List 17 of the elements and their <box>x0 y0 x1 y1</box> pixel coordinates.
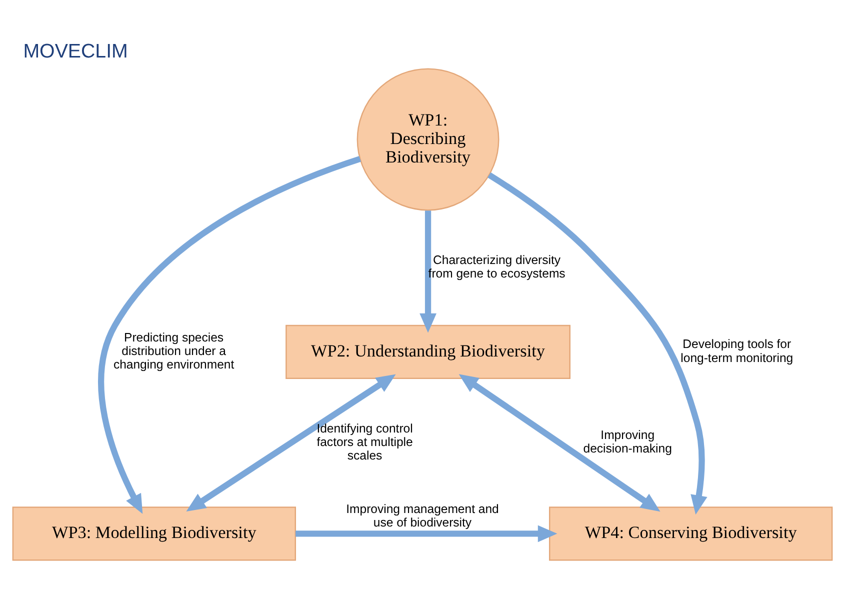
node-circle: WP1: Describing Biodiversity <box>356 68 500 211</box>
node-box: WP4: Conserving Biodiversity <box>549 506 833 561</box>
node-box: WP2: Understanding Biodiversity <box>286 324 570 379</box>
arrow <box>186 374 396 512</box>
diagram-title: MOVECLIM <box>23 40 128 63</box>
edge-label: Predicting species distribution under a changing environment <box>113 330 234 372</box>
edge-label: Characterizing diversity from gene to ecosystems <box>428 253 566 281</box>
arrow <box>98 156 362 514</box>
node-box: WP3: Modelling Biodiversity <box>12 506 296 561</box>
arrow <box>420 210 436 333</box>
edge-label: Improving management and use of biodiversity <box>346 502 499 530</box>
arrow <box>488 172 708 515</box>
arrow <box>296 525 558 542</box>
arrow <box>458 374 660 512</box>
edge-label: Improving decision-making <box>583 428 672 456</box>
edge-label: Identifying control factors at multiple scales <box>316 421 413 462</box>
edge-label: Developing tools for long-term monitoring <box>680 337 794 365</box>
